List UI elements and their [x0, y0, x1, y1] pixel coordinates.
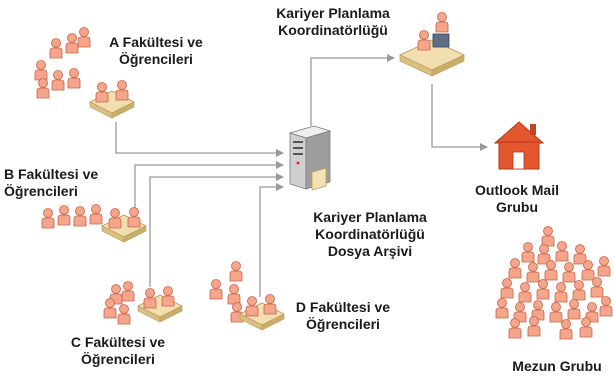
person-icon: [67, 68, 81, 89]
person-icon: [541, 226, 555, 247]
person-icon: [500, 278, 514, 299]
connector-coordinator-to-outlook: [431, 84, 488, 151]
person-icon: [229, 261, 243, 282]
person-icon: [573, 244, 587, 265]
connector-d-to-archive: [259, 183, 284, 297]
person-icon: [549, 302, 563, 323]
person-icon: [508, 318, 522, 339]
coordinator-desk-icon: [399, 12, 465, 77]
person-icon: [89, 204, 103, 225]
person-icon: [572, 280, 586, 301]
person-icon: [508, 258, 522, 279]
person-icon: [590, 277, 604, 298]
connector-archive-to-coordinator: [310, 54, 395, 126]
person-icon: [599, 296, 613, 317]
person-icon: [77, 27, 91, 48]
person-icon: [49, 38, 63, 59]
person-icon: [536, 279, 550, 300]
alumni-group: [495, 226, 613, 340]
person-icon: [95, 82, 109, 103]
person-icon: [544, 260, 558, 281]
person-icon: [554, 282, 568, 303]
person-icon: [117, 304, 131, 325]
person-icon: [34, 60, 48, 81]
person-icon: [127, 207, 141, 228]
faculty-d-group: [209, 261, 285, 331]
person-icon: [495, 298, 509, 319]
person-icon: [51, 70, 65, 91]
faculty-d-label: D Fakültesi ve Öğrencileri: [295, 299, 391, 332]
server-icon: [288, 125, 332, 191]
faculty-b-group: [41, 204, 147, 243]
faculty-a-label: A Fakültesi ve Öğrencileri: [109, 34, 203, 67]
person-icon: [227, 284, 241, 305]
person-icon: [73, 206, 87, 227]
person-icon: [36, 78, 50, 99]
person-icon: [417, 30, 431, 51]
person-icon: [209, 279, 223, 300]
archive-label: Kariyer Planlama Koordinatörlüğü Dosya A…: [313, 209, 427, 259]
faculty-c-group: [103, 281, 183, 325]
person-icon: [245, 296, 259, 317]
faculty-c-label: C Fakültesi ve Öğrencileri: [70, 334, 166, 367]
person-icon: [121, 281, 135, 302]
person-icon: [57, 205, 71, 226]
person-icon: [263, 294, 277, 315]
outlook-label: Outlook Mail Grubu: [475, 182, 559, 215]
faculty-b-label: B Fakültesi ve Öğrencileri: [4, 166, 99, 199]
person-icon: [597, 256, 611, 277]
person-icon: [581, 260, 595, 281]
person-icon: [161, 286, 175, 307]
person-icon: [526, 262, 540, 283]
person-icon: [555, 241, 569, 262]
person-icon: [559, 319, 573, 340]
person-icon: [435, 12, 449, 33]
person-icon: [562, 262, 576, 283]
person-icon: [579, 317, 593, 338]
connector-lines: [115, 54, 488, 297]
connector-a-to-archive: [115, 122, 284, 157]
alumni-label: Mezun Grubu: [512, 358, 602, 374]
person-icon: [115, 80, 129, 101]
person-icon: [567, 299, 581, 320]
connector-b-to-archive: [134, 161, 284, 214]
person-icon: [65, 33, 79, 54]
person-icon: [103, 298, 117, 319]
outlook-home-icon: [493, 121, 545, 170]
coordinator-label: Kariyer Planlama Koordinatörlüğü: [276, 5, 390, 38]
person-icon: [143, 288, 157, 309]
person-icon: [527, 316, 541, 337]
person-icon: [41, 208, 55, 229]
connector-c-to-archive: [149, 173, 284, 287]
person-icon: [518, 282, 532, 303]
person-icon: [108, 208, 122, 229]
person-icon: [521, 242, 535, 263]
